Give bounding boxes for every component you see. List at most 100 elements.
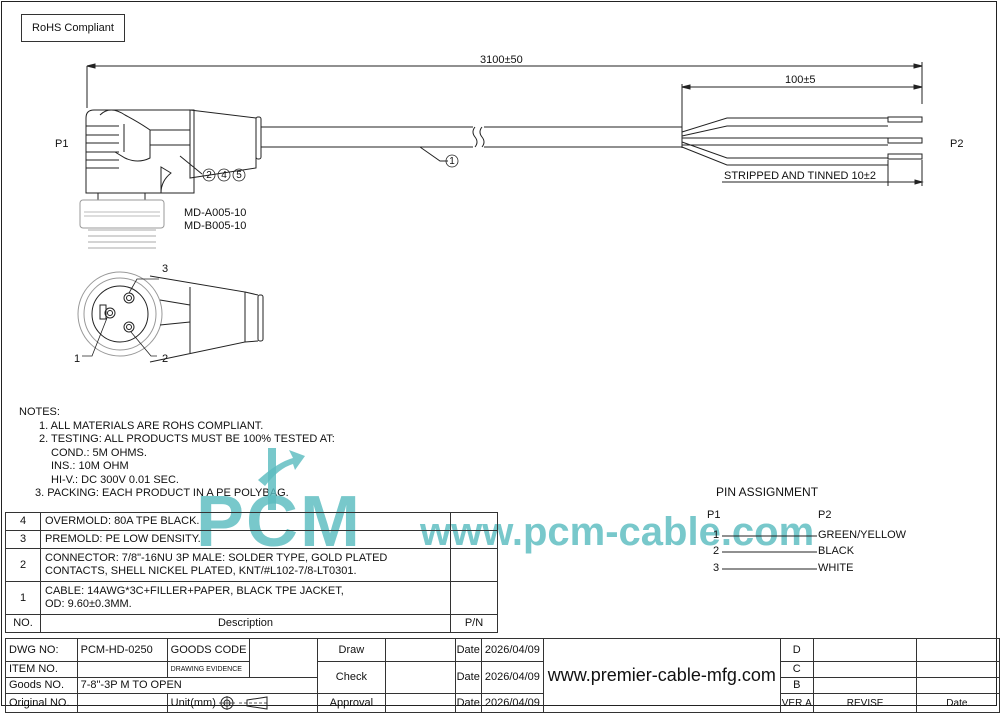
bom-description-line: CONNECTOR: 7/8"-16NU 3P MALE: SOLDER TYP… xyxy=(45,552,388,564)
p1-connector-side-view xyxy=(79,109,262,249)
goods-no-value: 7-8"-3P M TO OPEN xyxy=(76,677,318,694)
breakout-dimension-line xyxy=(681,84,923,148)
bom-header-pn: P/N xyxy=(450,614,498,633)
company-website: www.premier-cable-mfg.com xyxy=(542,638,781,713)
p2-label: P2 xyxy=(950,138,964,150)
bom-row: 1 CABLE: 14AWG*3C+FILLER+PAPER, BLACK TP… xyxy=(5,581,498,615)
approval-date-label: Date xyxy=(454,693,482,713)
check-value xyxy=(385,661,456,694)
bill-of-materials-table: 4 OVERMOLD: 80A TPE BLACK. 3 PREMOLD: PE… xyxy=(5,512,498,633)
approval-value xyxy=(385,693,456,713)
bom-header-row: NO. Description P/N xyxy=(5,614,498,633)
pin-p2-2: BLACK xyxy=(818,545,855,557)
revision-b-revise xyxy=(812,677,918,694)
revision-c-date xyxy=(916,661,1000,678)
item-no-value xyxy=(76,661,168,678)
p1-connector-face-view xyxy=(77,271,264,363)
original-no-label: Original NO. xyxy=(5,693,78,713)
cable-jacket xyxy=(261,126,682,168)
callout-5: 5 xyxy=(236,170,242,181)
strip-tin-note: STRIPPED AND TINNED 10±2 xyxy=(724,170,876,182)
note-2-ins: INS.: 10M OHM xyxy=(51,460,129,472)
draw-label: Draw xyxy=(316,638,387,662)
model-number-a: MD-A005-10 xyxy=(184,207,247,219)
title-block: DWG NO: PCM-HD-0250 GOODS CODE Draw Date… xyxy=(5,638,1000,713)
bom-header-no: NO. xyxy=(5,614,41,633)
bom-row: 4 OVERMOLD: 80A TPE BLACK. xyxy=(5,512,498,531)
revision-d-date xyxy=(916,638,1000,662)
drawing-evidence-label: DRAWING EVIDENCE xyxy=(166,661,251,678)
bom-pn xyxy=(450,512,498,531)
face-pin-2: 2 xyxy=(162,353,169,365)
projection-symbol-icon xyxy=(218,696,269,710)
face-pin-1: 1 xyxy=(74,353,81,365)
note-2-hiv: HI-V.: DC 300V 0.01 SEC. xyxy=(51,473,179,486)
pin-connection-lines xyxy=(722,535,817,570)
notes-block: NOTES: 1. ALL MATERIALS ARE ROHS COMPLIA… xyxy=(19,406,335,501)
bom-header-description: Description xyxy=(40,614,451,633)
watermark-logo-icon xyxy=(258,448,305,510)
bom-no: 3 xyxy=(5,530,41,549)
revise-header: REVISE xyxy=(812,693,918,713)
revision-d-revise xyxy=(812,638,918,662)
bom-description: PREMOLD: PE LOW DENSITY. xyxy=(40,530,451,549)
pin-col-p1: P1 xyxy=(707,509,721,521)
bom-pn xyxy=(450,530,498,549)
note-1: 1. ALL MATERIALS ARE ROHS COMPLIANT. xyxy=(39,419,264,432)
revision-b: B xyxy=(779,677,814,694)
bom-description-line: CONTACTS, SHELL NICKEL PLATED, KNT/#L102… xyxy=(45,565,357,577)
pin-p1-2: 2 xyxy=(713,545,720,557)
bom-row: 2 CONNECTOR: 7/8"-16NU 3P MALE: SOLDER T… xyxy=(5,548,498,582)
revision-date-header: Date. xyxy=(916,693,1000,713)
pin-p1-1: 1 xyxy=(713,529,720,541)
revision-c-revise xyxy=(812,661,918,678)
approval-date: 2026/04/09 xyxy=(480,693,544,713)
bom-pn xyxy=(450,548,498,582)
bom-no: 4 xyxy=(5,512,41,531)
bom-description-line: OD: 9.60±0.3MM. xyxy=(45,598,132,610)
rohs-compliant-box: RoHS Compliant xyxy=(21,14,125,42)
callout-2: 2 xyxy=(206,170,212,181)
check-date: 2026/04/09 xyxy=(480,661,544,694)
draw-date-label: Date xyxy=(454,638,482,662)
dwg-no-label: DWG NO: xyxy=(5,638,78,662)
p1-label: P1 xyxy=(55,138,69,150)
face-pin-3: 3 xyxy=(162,263,169,275)
unit-label: Unit(mm) xyxy=(170,696,216,709)
bom-pn xyxy=(450,581,498,615)
overall-length-dimension: 3100±50 xyxy=(480,54,523,66)
bom-description: CABLE: 14AWG*3C+FILLER+PAPER, BLACK TPE … xyxy=(40,581,451,615)
revision-c: C xyxy=(779,661,814,678)
pin-p2-1: GREEN/YELLOW xyxy=(818,529,907,541)
bom-description-line: CABLE: 14AWG*3C+FILLER+PAPER, BLACK TPE … xyxy=(45,585,344,597)
goods-code-label: GOODS CODE xyxy=(166,638,251,662)
approval-label: Approval xyxy=(316,693,387,713)
callout-overmold xyxy=(202,168,246,182)
bom-description: OVERMOLD: 80A TPE BLACK. xyxy=(40,512,451,531)
bom-row: 3 PREMOLD: PE LOW DENSITY. xyxy=(5,530,498,549)
goods-code-value xyxy=(249,638,318,678)
pin-assignment-title: PIN ASSIGNMENT xyxy=(716,485,819,499)
pin-col-p2: P2 xyxy=(818,509,832,521)
callout-1: 1 xyxy=(449,156,455,167)
version-label: VER.A xyxy=(779,693,814,713)
pin-p2-3: WHITE xyxy=(818,562,854,574)
check-date-label: Date xyxy=(454,661,482,694)
bom-no: 1 xyxy=(5,581,41,615)
draw-value xyxy=(385,638,456,662)
goods-no-label: Goods NO. xyxy=(5,677,78,694)
item-no-label: ITEM NO. xyxy=(5,661,78,678)
callout-4: 4 xyxy=(221,170,227,181)
revision-b-date xyxy=(916,677,1000,694)
original-no-value xyxy=(76,693,168,713)
stripped-wires xyxy=(681,116,924,186)
bom-no: 2 xyxy=(5,548,41,582)
unit-cell: Unit(mm) xyxy=(166,693,318,713)
breakout-length-dimension: 100±5 xyxy=(785,74,816,86)
dwg-no-value: PCM-HD-0250 xyxy=(76,638,168,662)
note-2: 2. TESTING: ALL PRODUCTS MUST BE 100% TE… xyxy=(39,433,335,445)
pin-p1-3: 3 xyxy=(713,562,720,574)
bom-description: CONNECTOR: 7/8"-16NU 3P MALE: SOLDER TYP… xyxy=(40,548,451,582)
model-number-b: MD-B005-10 xyxy=(184,220,247,232)
